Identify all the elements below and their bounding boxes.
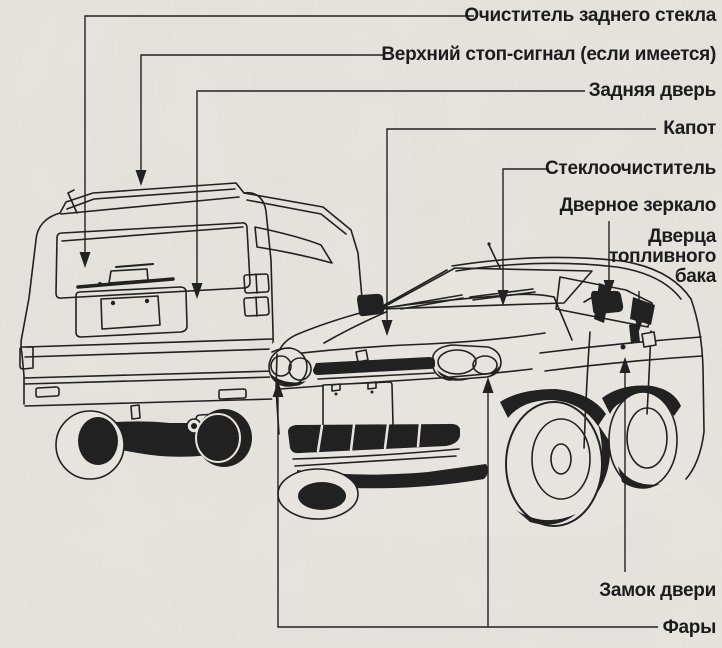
label-rear-window-wiper: Очиститель заднего стекла bbox=[464, 5, 716, 26]
label-fuel-filler-door: Дверца топливного бака bbox=[609, 227, 716, 287]
label-fuel-filler-door-line-3: бака bbox=[674, 266, 716, 287]
label-windshield-wiper: Стеклоочиститель bbox=[545, 158, 716, 179]
label-tailgate: Задняя дверь bbox=[588, 80, 717, 101]
label-headlights: Фары bbox=[662, 617, 717, 638]
label-fuel-filler-door-line-2: топливного bbox=[609, 246, 716, 267]
label-door-mirror: Дверное зеркало bbox=[559, 195, 717, 216]
label-hood: Капот bbox=[663, 118, 716, 139]
label-door-lock: Замок двери bbox=[599, 580, 716, 601]
label-fuel-filler-door-line-1: Дверца bbox=[648, 226, 716, 247]
label-high-mount-stop-lamp: Верхний стоп-сигнал (если имеется) bbox=[381, 44, 716, 65]
